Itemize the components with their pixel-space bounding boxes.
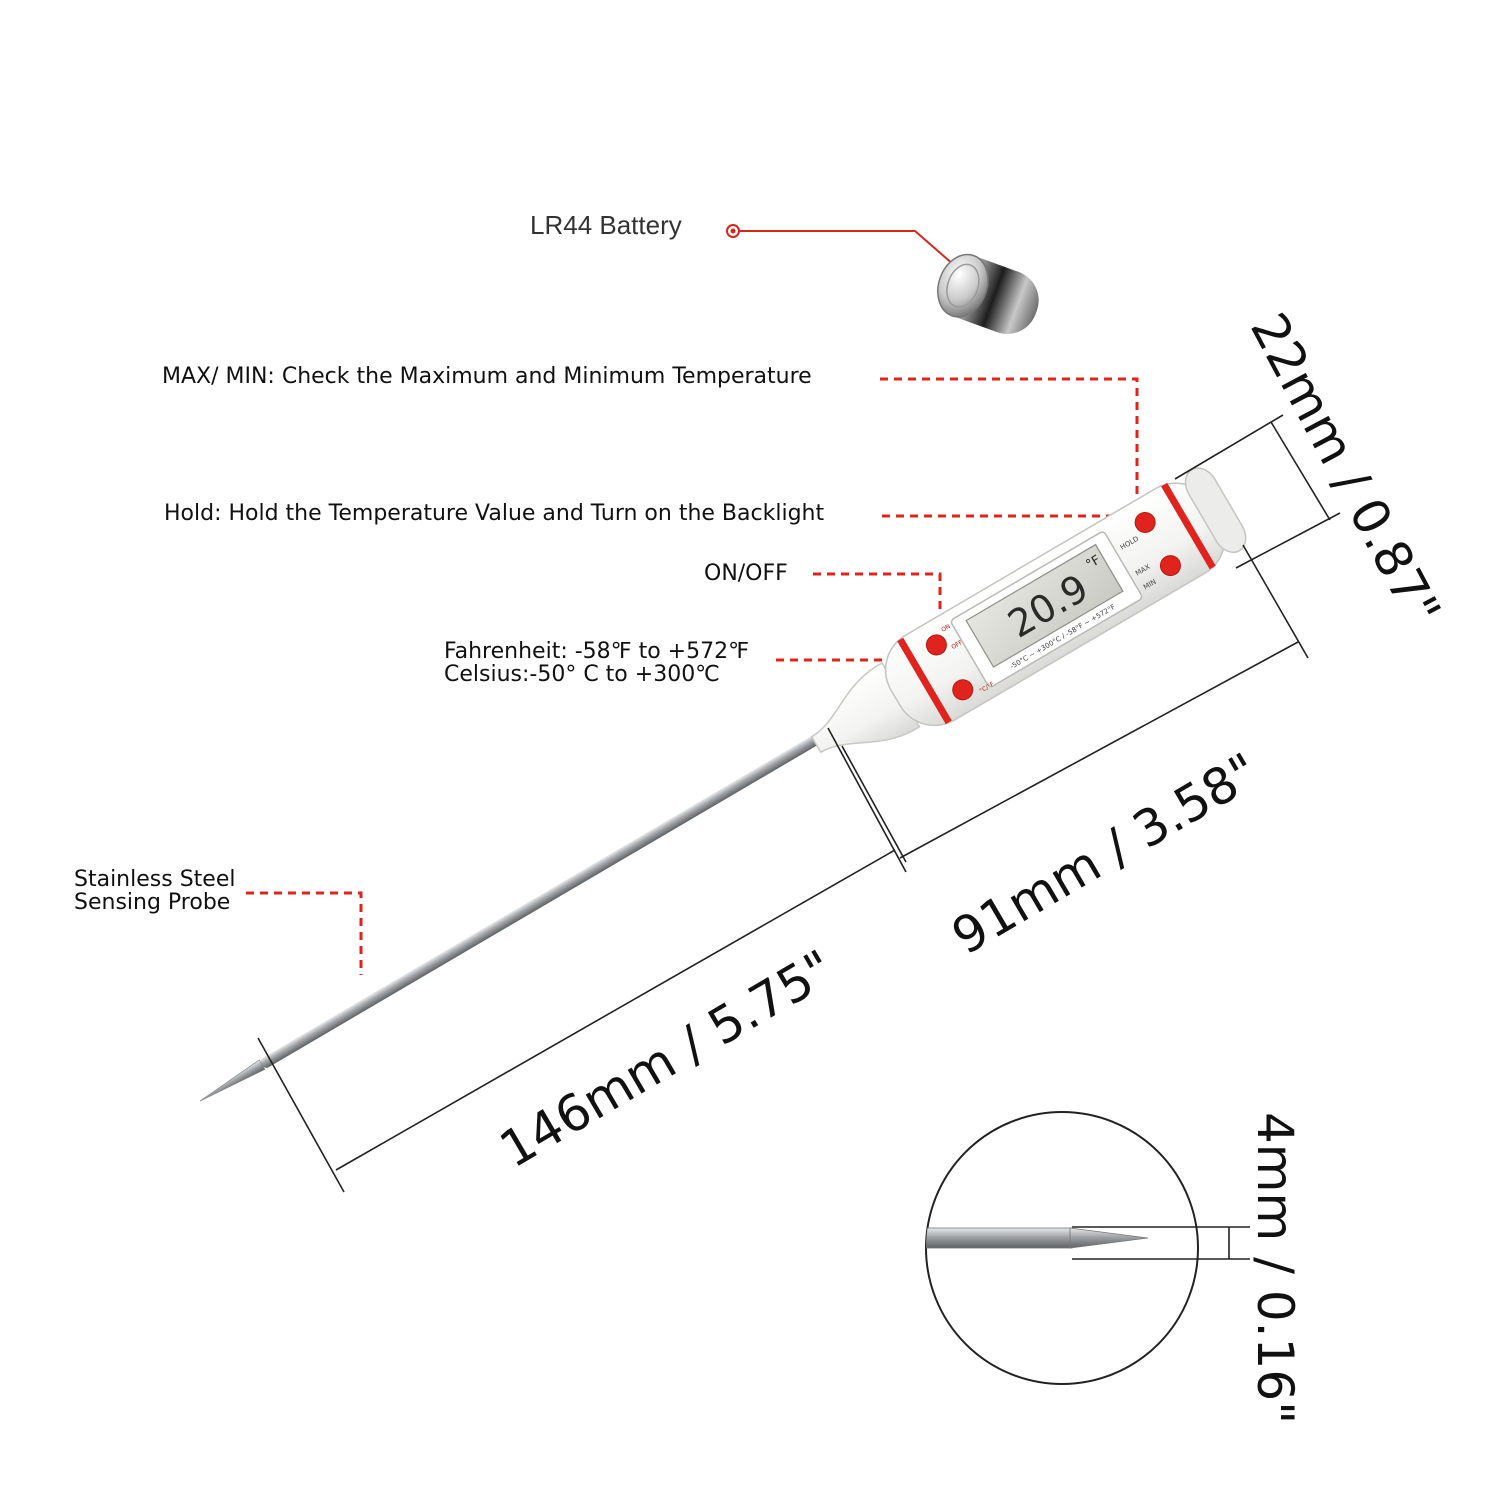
- battery-leader-line: [733, 230, 963, 273]
- tip-detail: [925, 1111, 1250, 1385]
- thermometer: 20.9 °F -50°C ~ +300°C / -58°F ~ +572°F …: [199, 467, 1247, 1102]
- on-label: ON: [940, 623, 951, 634]
- label-maxmin: MAX/ MIN: Check the Maximum and Minimum …: [162, 364, 812, 389]
- dim-22-line: [1270, 421, 1331, 521]
- label-probe-line1: Stainless Steel: [74, 867, 236, 892]
- onoff-button[interactable]: ON OFF: [921, 621, 964, 662]
- probe-leader: [246, 891, 363, 975]
- dim-146-ext-left: [257, 1037, 345, 1193]
- probe-tip: [199, 1059, 266, 1102]
- dim-146-line: [335, 849, 896, 1171]
- label-range-f: Fahrenheit: -58℉ to +572℉: [444, 639, 750, 664]
- lr44-battery: [726, 224, 1039, 334]
- dim-22-ext-top: [1174, 414, 1284, 480]
- dim-91-ext-right: [1242, 544, 1309, 659]
- label-onoff: ON/OFF: [704, 561, 788, 586]
- leader-lines: [246, 377, 1139, 975]
- dim-tip-diameter-text: 4mm / 0.16": [1246, 1112, 1304, 1425]
- label-range-c: Celsius:-50° C to +300℃: [444, 662, 720, 687]
- label-probe-line2: Sensing Probe: [74, 890, 231, 915]
- maxmin-leader: [880, 377, 1139, 548]
- dim-146-ext-right: [827, 727, 907, 873]
- lcd-unit: °F: [1084, 553, 1104, 573]
- red-band-back: [1161, 482, 1216, 570]
- lcd-screen: [965, 543, 1124, 668]
- dim-22-ext-bottom: [1235, 512, 1341, 569]
- label-battery: LR44 Battery: [530, 210, 682, 240]
- probe-shaft: [260, 718, 849, 1068]
- dim-91-ext-left: [841, 745, 907, 863]
- red-band-front: [897, 637, 952, 725]
- tip-detail-point: [1069, 1227, 1149, 1249]
- label-hold: Hold: Hold the Temperature Value and Tur…: [164, 501, 825, 526]
- dim-91-line: [899, 641, 1299, 859]
- onoff-leader: [813, 572, 942, 620]
- dimension-lines: [257, 414, 1341, 1193]
